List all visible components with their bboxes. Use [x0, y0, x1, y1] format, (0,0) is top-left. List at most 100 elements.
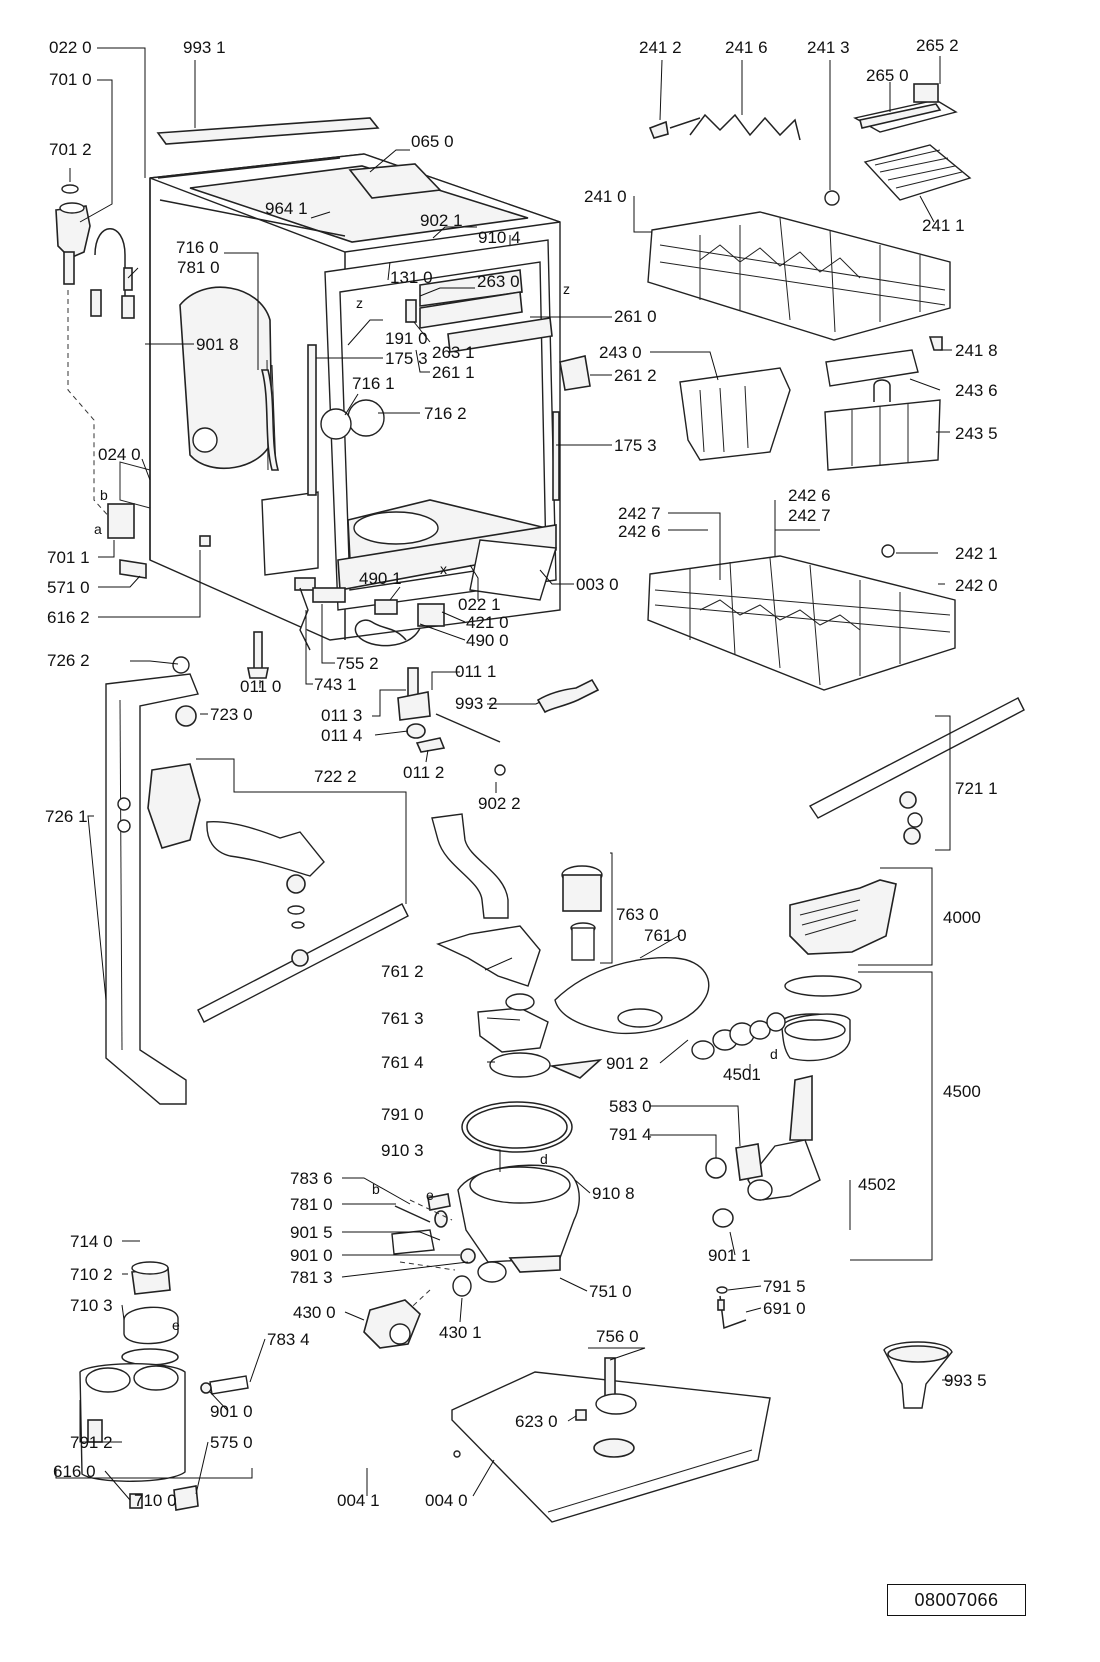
lower-basket	[647, 544, 956, 691]
circulation-pump	[747, 879, 897, 1201]
part-label-261-0: 261 0	[614, 307, 657, 326]
part-label-783-4: 783 4	[267, 1330, 310, 1349]
part-label-022-1: 022 1	[458, 595, 501, 614]
part-label-583-0: 583 0	[609, 1097, 652, 1116]
funnel	[883, 1341, 953, 1409]
part-label-243-0: 243 0	[599, 343, 642, 362]
part-label-743-1: 743 1	[314, 675, 357, 694]
part-label-575-0: 575 0	[210, 1433, 253, 1452]
lower-spray-arm	[147, 763, 409, 1023]
part-label-751-0: 751 0	[589, 1282, 632, 1301]
part-label-714-0: 714 0	[70, 1232, 113, 1251]
part-label-241-8: 241 8	[955, 341, 998, 360]
part-label-011-1: 011 1	[455, 662, 497, 681]
part-label-242-1: 242 1	[955, 544, 998, 563]
tub-frame	[119, 153, 591, 651]
part-label-901-0-b: 901 0	[210, 1402, 253, 1421]
part-label-241-3: 241 3	[807, 38, 850, 57]
part-label-993-2: 993 2	[455, 694, 498, 713]
part-label-710-2: 710 2	[70, 1265, 113, 1284]
upper-basket	[647, 83, 972, 351]
part-label-763-0: 763 0	[616, 905, 659, 924]
part-label-791-2: 791 2	[70, 1433, 113, 1452]
part-label-421-0: 421 0	[466, 613, 509, 632]
part-label-901-0-a: 901 0	[290, 1246, 333, 1265]
part-label-4500: 4500	[943, 1082, 981, 1101]
part-label-131-0: 131 0	[390, 268, 433, 287]
water-softener	[79, 1261, 249, 1511]
part-label-242-6-a: 242 6	[618, 522, 661, 541]
part-label-242-7-b: 242 7	[788, 506, 831, 525]
part-label-791-4: 791 4	[609, 1125, 652, 1144]
part-label-011-4: 011 4	[321, 726, 363, 745]
part-label-003-0: 003 0	[576, 575, 619, 594]
part-label-901-8: 901 8	[196, 335, 239, 354]
part-label-4000: 4000	[943, 908, 981, 927]
part-label-781-3: 781 3	[290, 1268, 333, 1287]
inlet-valve	[55, 184, 91, 285]
part-label-571-0: 571 0	[47, 578, 90, 597]
part-label-910-4: 910 4	[478, 228, 521, 247]
part-label-761-3: 761 3	[381, 1009, 424, 1028]
part-label-490-1: 490 1	[359, 569, 402, 588]
part-label-716-0: 716 0	[176, 238, 219, 257]
part-label-065-0: 065 0	[411, 132, 454, 151]
part-label-993-1: 993 1	[183, 38, 226, 57]
leader-lines	[55, 47, 952, 1501]
part-label-902-1: 902 1	[420, 211, 463, 230]
part-label-791-0: 791 0	[381, 1105, 424, 1124]
base-plate	[451, 1357, 771, 1523]
part-label-723-0: 723 0	[210, 705, 253, 724]
marker-letter: b	[100, 487, 108, 503]
part-label-722-2: 722 2	[314, 767, 357, 786]
cutlery-baskets	[679, 349, 941, 471]
part-label-004-0: 004 0	[425, 1491, 468, 1510]
part-label-716-2: 716 2	[424, 404, 467, 423]
part-label-716-1: 716 1	[352, 374, 395, 393]
marker-letter: a	[94, 521, 102, 537]
part-label-623-0: 623 0	[515, 1412, 558, 1431]
part-label-902-2: 902 2	[478, 794, 521, 813]
marker-letter: e	[426, 1187, 434, 1203]
part-label-783-6: 783 6	[290, 1169, 333, 1188]
spray-arm-feed	[105, 656, 199, 1105]
part-label-241-0: 241 0	[584, 187, 627, 206]
marker-letter: x	[440, 561, 447, 577]
part-label-755-2: 755 2	[336, 654, 379, 673]
part-label-701-1: 701 1	[47, 548, 90, 567]
part-label-901-5: 901 5	[290, 1223, 333, 1242]
part-label-265-0: 265 0	[866, 66, 909, 85]
part-label-263-0: 263 0	[477, 272, 520, 291]
part-label-261-1: 261 1	[432, 363, 475, 382]
part-label-243-5: 243 5	[955, 424, 998, 443]
part-label-964-1: 964 1	[265, 199, 308, 218]
part-label-263-1: 263 1	[432, 343, 475, 362]
part-label-241-6: 241 6	[725, 38, 768, 57]
part-label-242-6-b: 242 6	[788, 486, 831, 505]
part-label-616-0: 616 0	[53, 1462, 96, 1481]
part-label-616-2: 616 2	[47, 608, 90, 627]
part-label-024-0: 024 0	[98, 445, 141, 464]
marker-letter: z	[356, 295, 363, 311]
part-label-761-4: 761 4	[381, 1053, 424, 1072]
part-label-701-2: 701 2	[49, 140, 92, 159]
marker-letter: z	[563, 281, 570, 297]
marker-letter: d	[540, 1151, 548, 1167]
part-label-756-0: 756 0	[596, 1327, 639, 1346]
marker-letter: b	[372, 1181, 380, 1197]
part-label-910-8: 910 8	[592, 1184, 635, 1203]
part-label-430-0: 430 0	[293, 1303, 336, 1322]
part-label-175-3-a: 175 3	[385, 349, 428, 368]
part-label-761-0: 761 0	[644, 926, 687, 945]
part-label-691-0: 691 0	[763, 1299, 806, 1318]
part-label-761-2: 761 2	[381, 962, 424, 981]
part-label-004-1: 004 1	[337, 1491, 380, 1510]
part-label-011-3: 011 3	[321, 706, 363, 725]
part-label-901-2: 901 2	[606, 1054, 649, 1073]
part-label-242-7-a: 242 7	[618, 504, 661, 523]
part-label-191-0: 191 0	[385, 329, 428, 348]
part-label-993-5: 993 5	[944, 1371, 987, 1390]
sump-assembly	[363, 813, 710, 1349]
